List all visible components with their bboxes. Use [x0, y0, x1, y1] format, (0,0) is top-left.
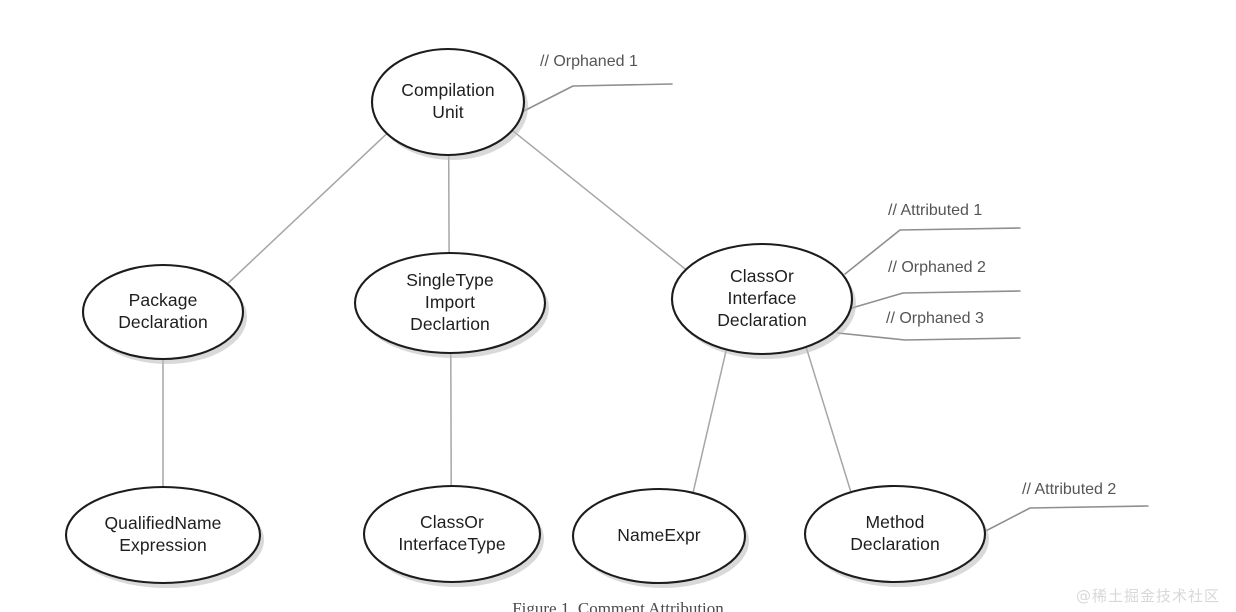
- node-label-line: Expression: [119, 535, 207, 555]
- annotation-label-orphaned-1: // Orphaned 1: [540, 53, 638, 70]
- node-classor-interfacetype[interactable]: [362, 484, 542, 584]
- node-classor-interface-declaration[interactable]: [670, 242, 854, 356]
- annotation-labels-layer: // Orphaned 1 // Attributed 1 // Orphaned …: [540, 53, 1116, 498]
- node-label-nameexpr: NameExpr: [617, 525, 701, 545]
- node-label-line: ClassOr: [420, 512, 484, 532]
- node-label-line: Unit: [432, 102, 464, 122]
- node-compilation-unit[interactable]: [370, 47, 526, 157]
- leader-line-orphaned-3: [837, 332, 1021, 341]
- edge-classor-interface-declaration-to-nameexpr: [692, 348, 728, 495]
- node-label-line: Method: [866, 512, 925, 532]
- node-package-declaration[interactable]: [81, 263, 245, 361]
- node-label-line: QualifiedName: [104, 513, 221, 533]
- node-label-line: Declaration: [850, 534, 940, 554]
- node-label-line: SingleType: [406, 270, 494, 290]
- annotation-label-orphaned-2: // Orphaned 2: [888, 259, 986, 276]
- annotation-leaders-layer: [511, 83, 1149, 537]
- node-label-line: Import: [425, 292, 475, 312]
- node-label-line: Package: [129, 290, 198, 310]
- annotation-label-attributed-2: // Attributed 2: [1022, 481, 1116, 498]
- node-method-declaration[interactable]: [803, 484, 987, 584]
- edge-compilation-unit-to-package-declaration: [226, 132, 389, 286]
- node-nameexpr[interactable]: [571, 487, 747, 585]
- watermark: @稀土掘金技术社区: [1075, 587, 1220, 605]
- leader-line-attributed-1: [844, 227, 1021, 275]
- node-label-line: NameExpr: [617, 525, 701, 545]
- figure-caption: Figure 1. Comment Attribution: [512, 599, 724, 612]
- leader-line-orphaned-2: [844, 290, 1021, 311]
- node-label-line: Declaration: [118, 312, 208, 332]
- annotation-label-attributed-1: // Attributed 1: [888, 202, 982, 219]
- node-qualifiedname-expression[interactable]: [64, 485, 262, 585]
- node-label-line: InterfaceType: [398, 534, 505, 554]
- node-label-line: ClassOr: [730, 266, 794, 286]
- node-label-line: Interface: [728, 288, 797, 308]
- node-label-line: Compilation: [401, 80, 495, 100]
- leader-line-orphaned-1: [511, 83, 673, 118]
- edge-classor-interface-declaration-to-method-declaration: [805, 345, 852, 494]
- edges-layer: [162, 129, 852, 495]
- edge-compilation-unit-to-classor-interface-declaration: [510, 129, 688, 271]
- leader-line-attributed-2: [975, 505, 1149, 537]
- node-label-line: Declartion: [410, 314, 490, 334]
- node-label-line: Declaration: [717, 310, 807, 330]
- node-singletype-import-declartion[interactable]: [353, 251, 547, 355]
- annotation-label-orphaned-3: // Orphaned 3: [886, 310, 984, 327]
